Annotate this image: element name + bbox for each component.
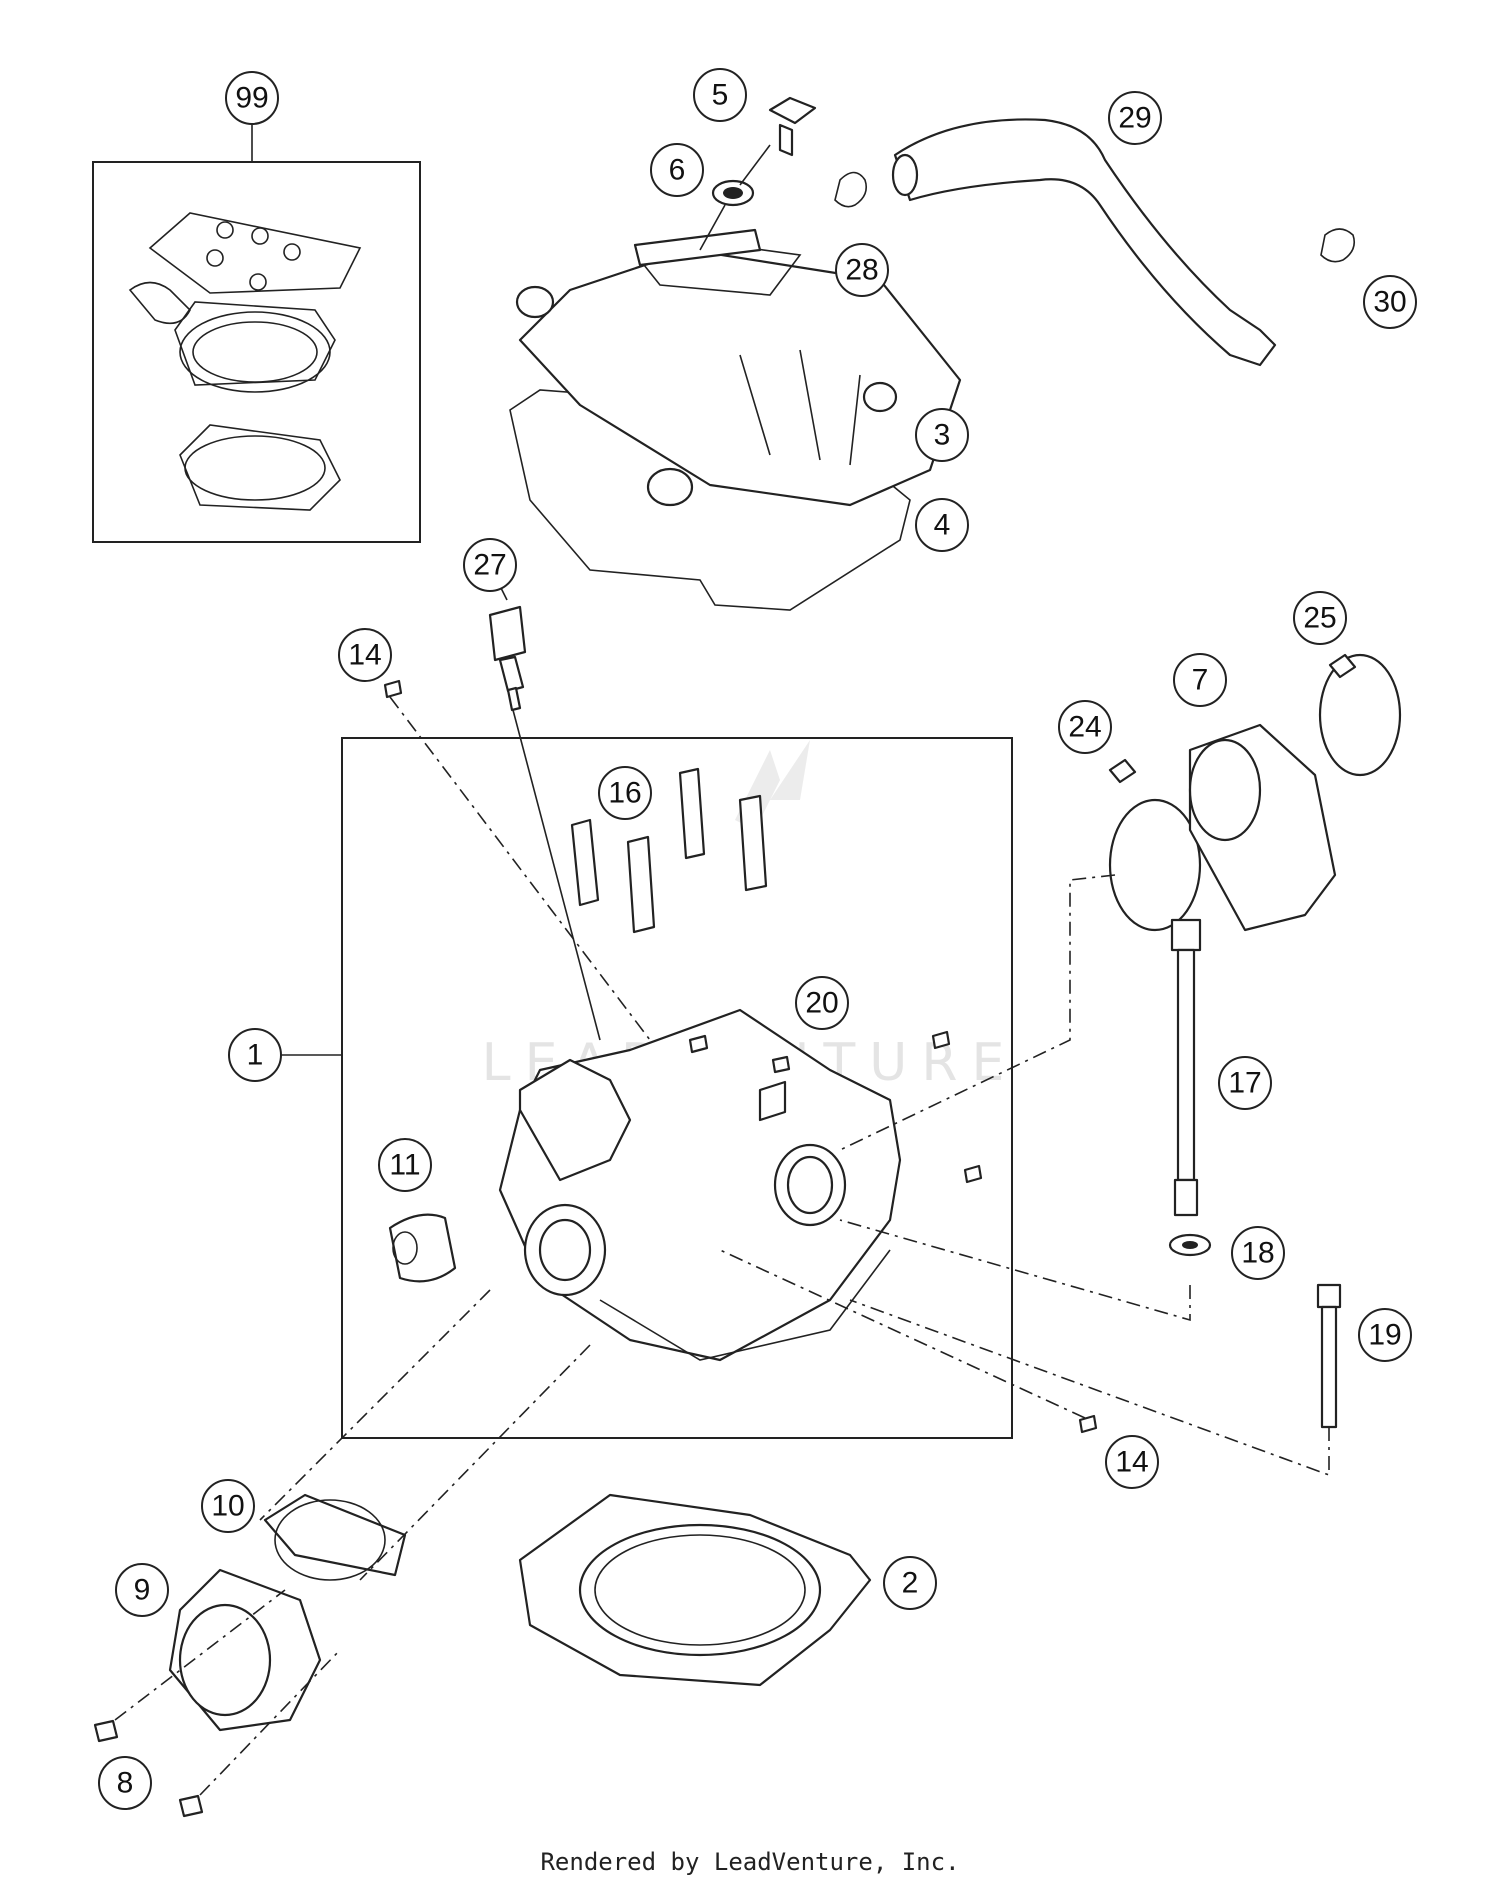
callout-20: 20 [795,976,849,1030]
callout-label: 8 [117,1767,134,1800]
callout-label: 16 [608,777,641,810]
callout-label: 4 [934,509,951,542]
callout-14: 14 [338,628,392,682]
callout-label: 20 [805,987,838,1020]
callout-label: 3 [934,419,951,452]
head-gasket [518,1493,872,1687]
callout-label: 27 [473,549,506,582]
cover-bolt [699,96,817,251]
callout-label: 29 [1118,102,1151,135]
callout-28: 28 [835,243,889,297]
gasket-kit [92,117,421,543]
callout-label: 7 [1192,664,1209,697]
callout-label: 18 [1241,1237,1274,1270]
callout-label: 28 [845,254,878,287]
callout-27: 27 [463,538,517,592]
callout-7: 7 [1173,653,1227,707]
callout-9: 9 [115,1563,169,1617]
callout-3: 3 [915,408,969,462]
breather-hose [834,118,1356,367]
callout-16: 16 [598,766,652,820]
callout-5: 5 [693,68,747,122]
callout-14b: 14 [1105,1435,1159,1489]
callout-label: 2 [902,1567,919,1600]
callout-label: 11 [389,1149,420,1182]
intake-boot [839,653,1402,1151]
callout-label: 30 [1373,286,1406,319]
valve-cover [509,228,962,611]
callout-label: 25 [1303,602,1336,635]
cylinder-head-assembly [280,737,1013,1439]
callout-4: 4 [915,498,969,552]
callout-label: 14 [1115,1446,1148,1479]
callout-label: 24 [1068,711,1101,744]
callout-19: 19 [1358,1308,1412,1362]
callout-1: 1 [228,1028,282,1082]
callout-10: 10 [201,1479,255,1533]
callout-8: 8 [98,1756,152,1810]
callout-18: 18 [1231,1226,1285,1280]
callout-label: 5 [712,79,729,112]
callout-label: 10 [211,1490,244,1523]
callout-label: 9 [134,1574,151,1607]
callout-99: 99 [225,71,279,125]
footer-credit: Rendered by LeadVenture, Inc. [540,1848,959,1876]
callout-29: 29 [1108,91,1162,145]
temp-sensor [488,579,601,1041]
callout-24: 24 [1058,700,1112,754]
callout-6: 6 [650,143,704,197]
head-bolts [383,679,1342,1477]
callout-17: 17 [1218,1056,1272,1110]
callout-25: 25 [1293,591,1347,645]
callout-label: 17 [1228,1067,1261,1100]
callout-label: 1 [247,1039,264,1072]
callout-2: 2 [883,1556,937,1610]
callout-30: 30 [1363,275,1417,329]
callout-label: 99 [235,82,268,115]
intake-flange [93,1289,591,1818]
callout-label: 19 [1368,1319,1401,1352]
callout-label: 14 [348,639,381,672]
callout-11: 11 [378,1138,432,1192]
callout-label: 6 [669,154,686,187]
